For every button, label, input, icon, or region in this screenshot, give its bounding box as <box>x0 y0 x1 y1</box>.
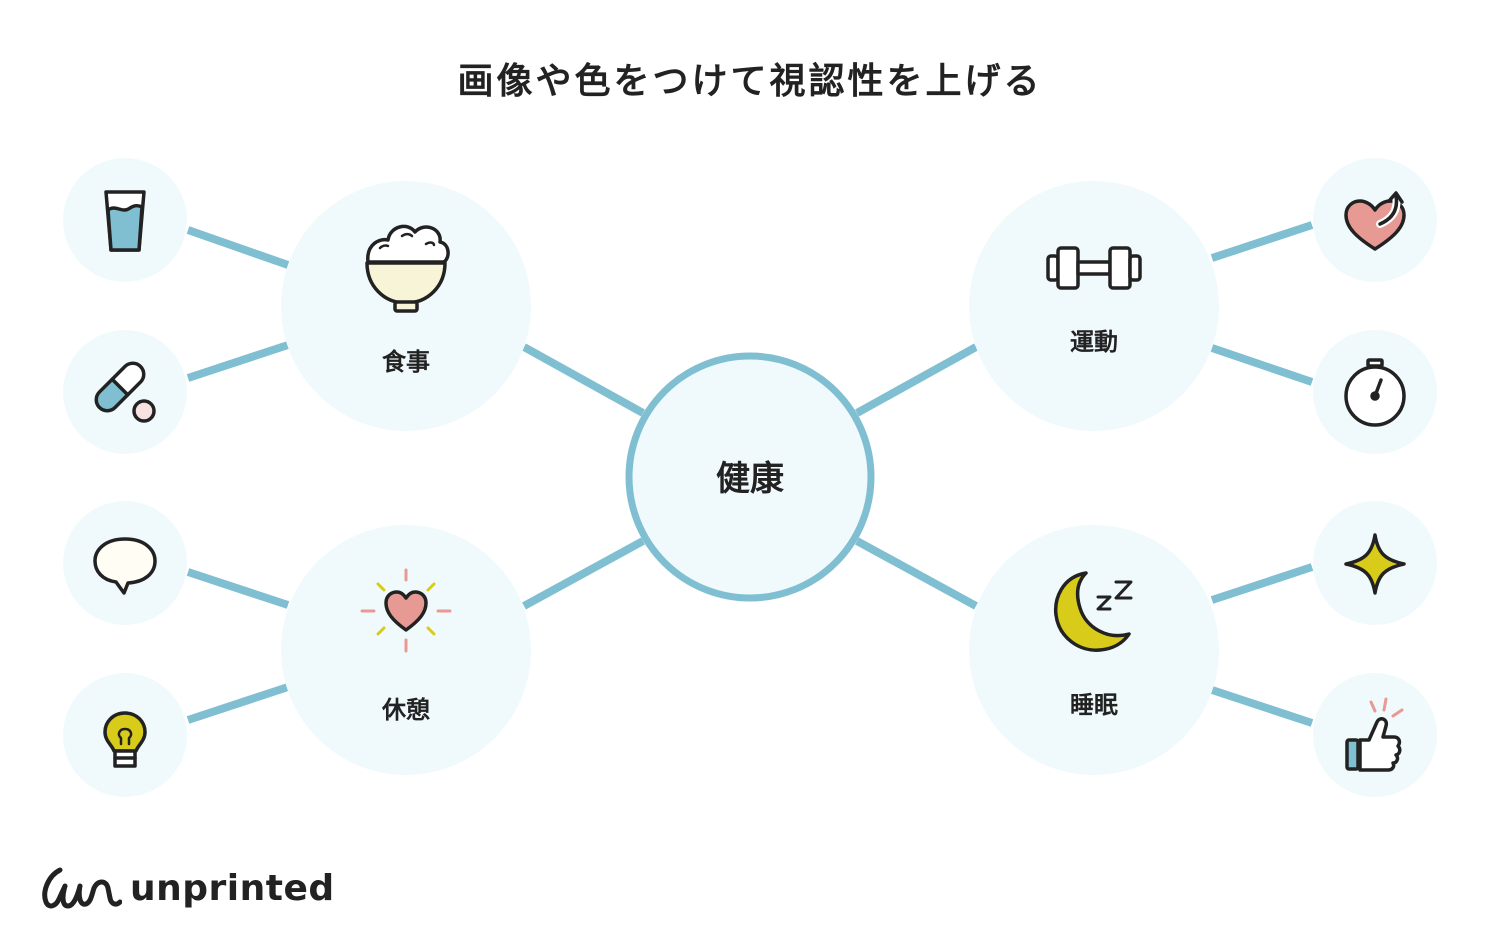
stopwatch-icon <box>1344 358 1406 427</box>
connector-lines <box>186 221 1314 727</box>
moon-zzz-icon <box>1053 571 1133 652</box>
brand-logo: unprinted <box>38 858 335 918</box>
branch-label-meal: 食事 <box>382 348 430 376</box>
branch-label-sleep: 睡眠 <box>1070 691 1118 719</box>
connector-rest-bubble <box>186 568 290 609</box>
page-title: 画像や色をつけて視認性を上げる <box>457 61 1043 102</box>
connector-exercise-stopwatch <box>1210 344 1314 386</box>
center-label: 健康 <box>716 459 784 499</box>
branch-node-exercise <box>969 181 1219 431</box>
pill-icon <box>94 361 156 423</box>
heart-rate-up-icon <box>1344 191 1406 251</box>
water-glass-icon <box>104 190 146 252</box>
connector-sleep-thumb <box>1210 686 1314 727</box>
lightbulb-icon <box>103 711 147 768</box>
connector-center-exercise <box>855 343 978 417</box>
speech-bubble-icon <box>93 537 157 595</box>
connector-center-sleep <box>855 537 978 610</box>
brand-logo-text: unprinted <box>130 867 335 909</box>
connector-center-meal <box>522 343 645 417</box>
sparkle-star-icon <box>1344 533 1406 595</box>
unprinted-logo-mark-icon <box>42 867 122 909</box>
dumbbell-icon <box>1046 246 1142 290</box>
branch-label-rest: 休憩 <box>381 696 430 724</box>
connector-meal-pill <box>186 341 290 382</box>
connector-meal-water <box>186 226 290 269</box>
sparkling-heart-icon <box>360 568 452 653</box>
connector-center-rest <box>522 537 645 610</box>
branch-label-exercise: 運動 <box>1070 328 1118 356</box>
connector-sleep-star <box>1210 563 1314 604</box>
center-node <box>625 352 875 602</box>
rice-bowl-icon <box>365 224 450 313</box>
thumbs-up-icon <box>1345 697 1404 772</box>
connector-rest-bulb <box>186 683 290 724</box>
connector-exercise-heart <box>1210 221 1314 262</box>
